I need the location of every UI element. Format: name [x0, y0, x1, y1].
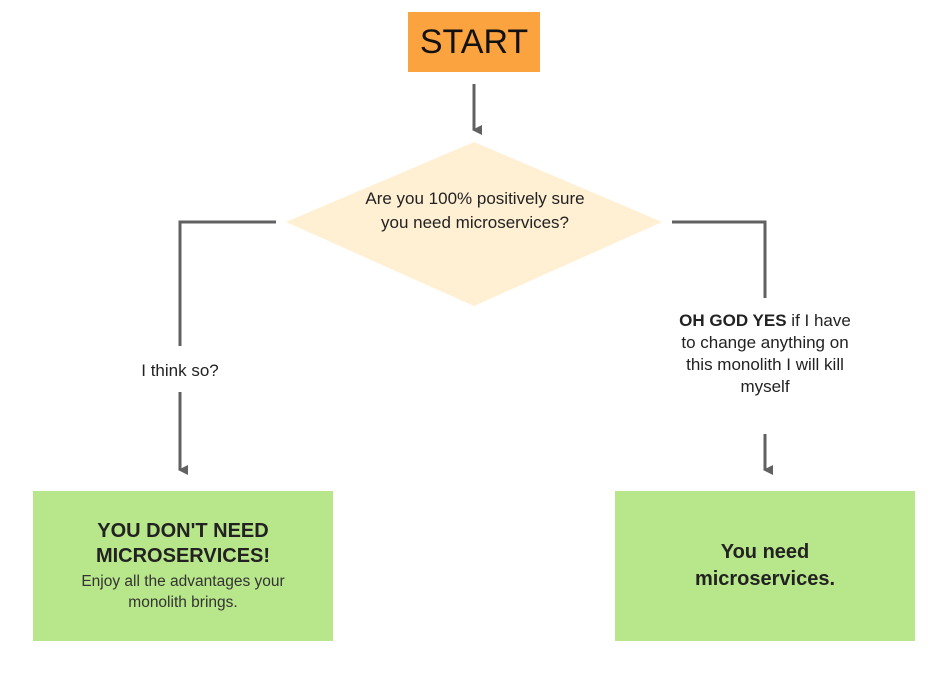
outcome-no-microservices: YOU DON'T NEED MICROSERVICES! Enjoy all … — [33, 491, 333, 641]
branch-label-right-rest: if I have to change anything on this mon… — [681, 311, 851, 396]
start-label: START — [419, 22, 529, 61]
branch-label-right-emphasis: OH GOD YES — [679, 311, 787, 330]
start-node: START — [408, 12, 540, 72]
decision-diamond — [286, 142, 662, 306]
outcome-need-microservices: You need microservices. — [615, 491, 915, 641]
branch-label-right: OH GOD YES if I have to change anything … — [676, 308, 854, 400]
outcome-left-title: YOU DON'T NEED MICROSERVICES! — [95, 520, 271, 567]
branch-label-left: I think so? — [118, 358, 242, 384]
decision-question: Are you 100% positively sure you need mi… — [365, 189, 585, 232]
connector-decision-to-left-top — [178, 220, 276, 346]
outcome-right-title: You need microservices. — [694, 541, 836, 590]
connector-decision-to-right-top — [672, 220, 767, 298]
outcome-left-subtitle: Enjoy all the advantages your monolith b… — [81, 573, 285, 611]
